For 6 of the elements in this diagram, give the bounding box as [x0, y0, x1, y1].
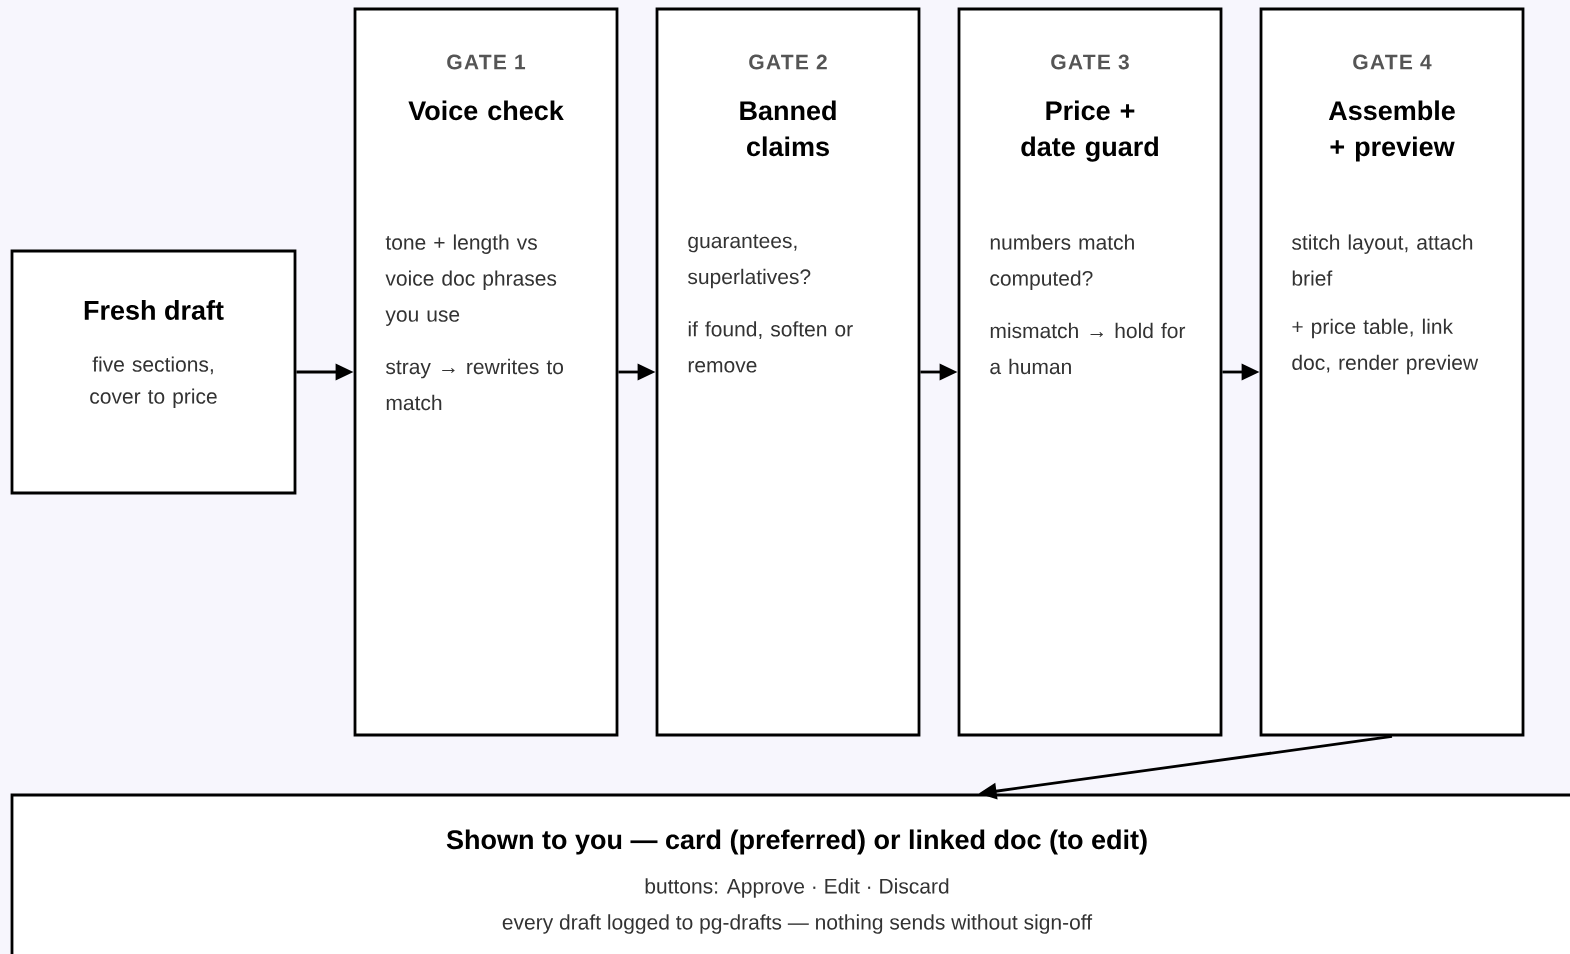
draft-box: Fresh draft five sections, cover to price: [10, 249, 297, 495]
result-box: Shown to you — card (preferred) or linked doc (to edit) buttons: Approve · Edit · Discard every draft logged to pg-drafts — nothing sends without sign-off: [10, 793, 1570, 954]
gate-box: GATE 4 Assemble + preview stitch layout, attach brief + price table, link doc, render preview: [1259, 7, 1525, 737]
gate-box: GATE 3 Price + date guard numbers match computed? mismatch → hold for a human: [957, 7, 1223, 737]
gate-box: GATE 2 Banned claims guarantees, superlatives? if found, soften or remove: [655, 7, 921, 737]
gate-box: GATE 1 Voice check tone + length vs voice doc phrases you use stray → rewrites to match: [353, 7, 619, 737]
